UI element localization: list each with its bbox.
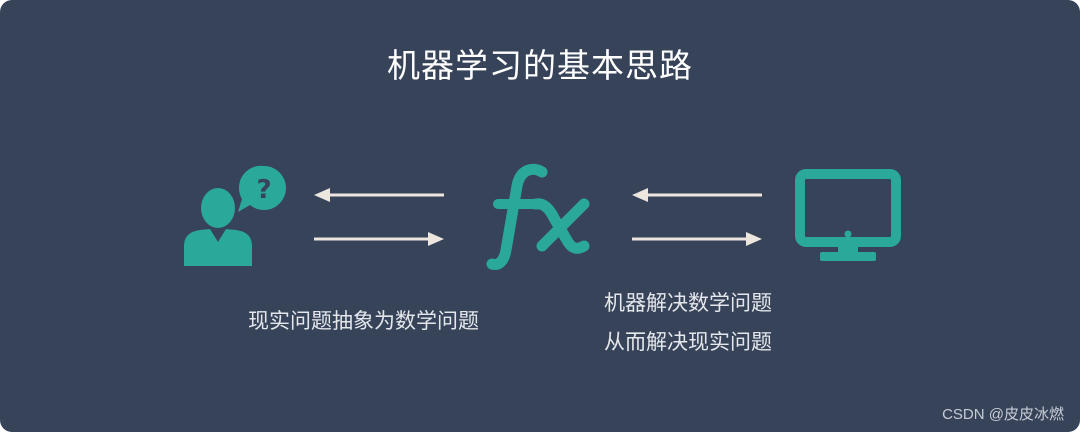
arrow-back-head: [314, 188, 330, 202]
caption-left: 现实问题抽象为数学问题: [248, 309, 479, 333]
computer-monitor-icon: [795, 169, 901, 261]
arrow-back-head: [632, 188, 648, 202]
arrow-forward-head: [746, 232, 762, 246]
svg-text:?: ?: [256, 175, 271, 205]
caption-right-line1: 机器解决数学问题: [604, 291, 772, 315]
watermark: CSDN @皮皮冰燃: [942, 406, 1064, 423]
function-fx-icon: [486, 163, 590, 270]
caption-right-line2: 从而解决现实问题: [604, 330, 772, 354]
left-arrow-pair: [314, 188, 444, 246]
arrow-forward-head: [428, 232, 444, 246]
person-question-icon: ?: [184, 165, 286, 266]
right-arrow-pair: [632, 188, 762, 246]
diagram-title: 机器学习的基本思路: [387, 46, 693, 85]
